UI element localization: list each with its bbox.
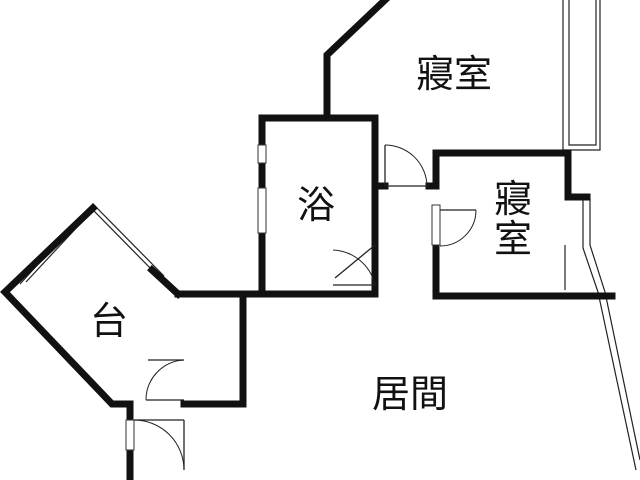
windows [125,144,441,451]
room-label-bedroom-small-line2: 室 [494,217,533,261]
room-label-bedroom-top: 寢室 [416,52,493,96]
door-bath [332,244,376,286]
room-label-bedroom-small-line1: 寢 [494,177,533,221]
room-label-bedroom-small: 寢 室 [494,180,532,258]
door-balcony [145,359,185,401]
room-label-balcony: 台 [90,299,129,343]
room-label-bath: 浴 [297,183,336,227]
door-corridor [384,144,429,187]
door-small-bedroom [439,209,477,247]
room-label-living: 居間 [372,372,449,416]
door-entry [133,419,185,471]
